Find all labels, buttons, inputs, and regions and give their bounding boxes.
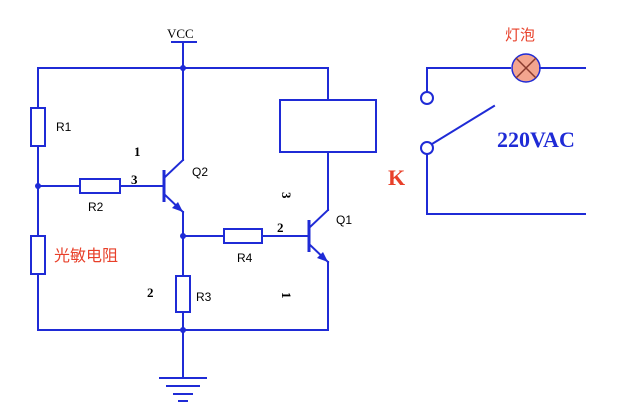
resistor-r2: R2 — [37, 178, 165, 214]
lamp-icon: 灯泡 — [505, 26, 586, 83]
q2-pin-emitter: 2 — [147, 285, 154, 300]
q2-label: Q2 — [192, 165, 208, 179]
relay-coil — [279, 67, 377, 153]
q1-label: Q1 — [336, 213, 352, 227]
q1-pin-emitter: 1 — [279, 292, 294, 299]
r2-label: R2 — [88, 200, 104, 214]
photoresistor-label: 光敏电阻 — [54, 246, 118, 265]
q1-pin-base: 2 — [277, 220, 284, 235]
ground-icon — [159, 329, 207, 402]
resistor-r4: R4 — [182, 228, 310, 265]
q2-pin-base: 3 — [131, 172, 138, 187]
transistor-q1: Q1 3 2 1 — [277, 151, 352, 331]
r4-label: R4 — [237, 251, 253, 265]
supply-label: 220VAC — [497, 127, 575, 152]
r1-label: R1 — [56, 120, 72, 134]
q2-pin-collector: 1 — [134, 144, 141, 159]
resistor-r1: R1 — [30, 67, 72, 187]
vcc-label: VCC — [167, 26, 194, 41]
photoresistor: 光敏电阻 — [30, 185, 118, 331]
transistor-q2: Q2 1 3 2 — [131, 67, 208, 300]
lamp-label: 灯泡 — [505, 26, 535, 44]
vcc-supply: VCC — [167, 26, 197, 69]
r3-label: R3 — [196, 290, 212, 304]
relay-switch-label: K — [388, 165, 405, 190]
q1-pin-collector: 3 — [279, 192, 294, 199]
relay-switch-k: K — [388, 67, 586, 215]
resistor-r3: R3 — [175, 235, 212, 331]
